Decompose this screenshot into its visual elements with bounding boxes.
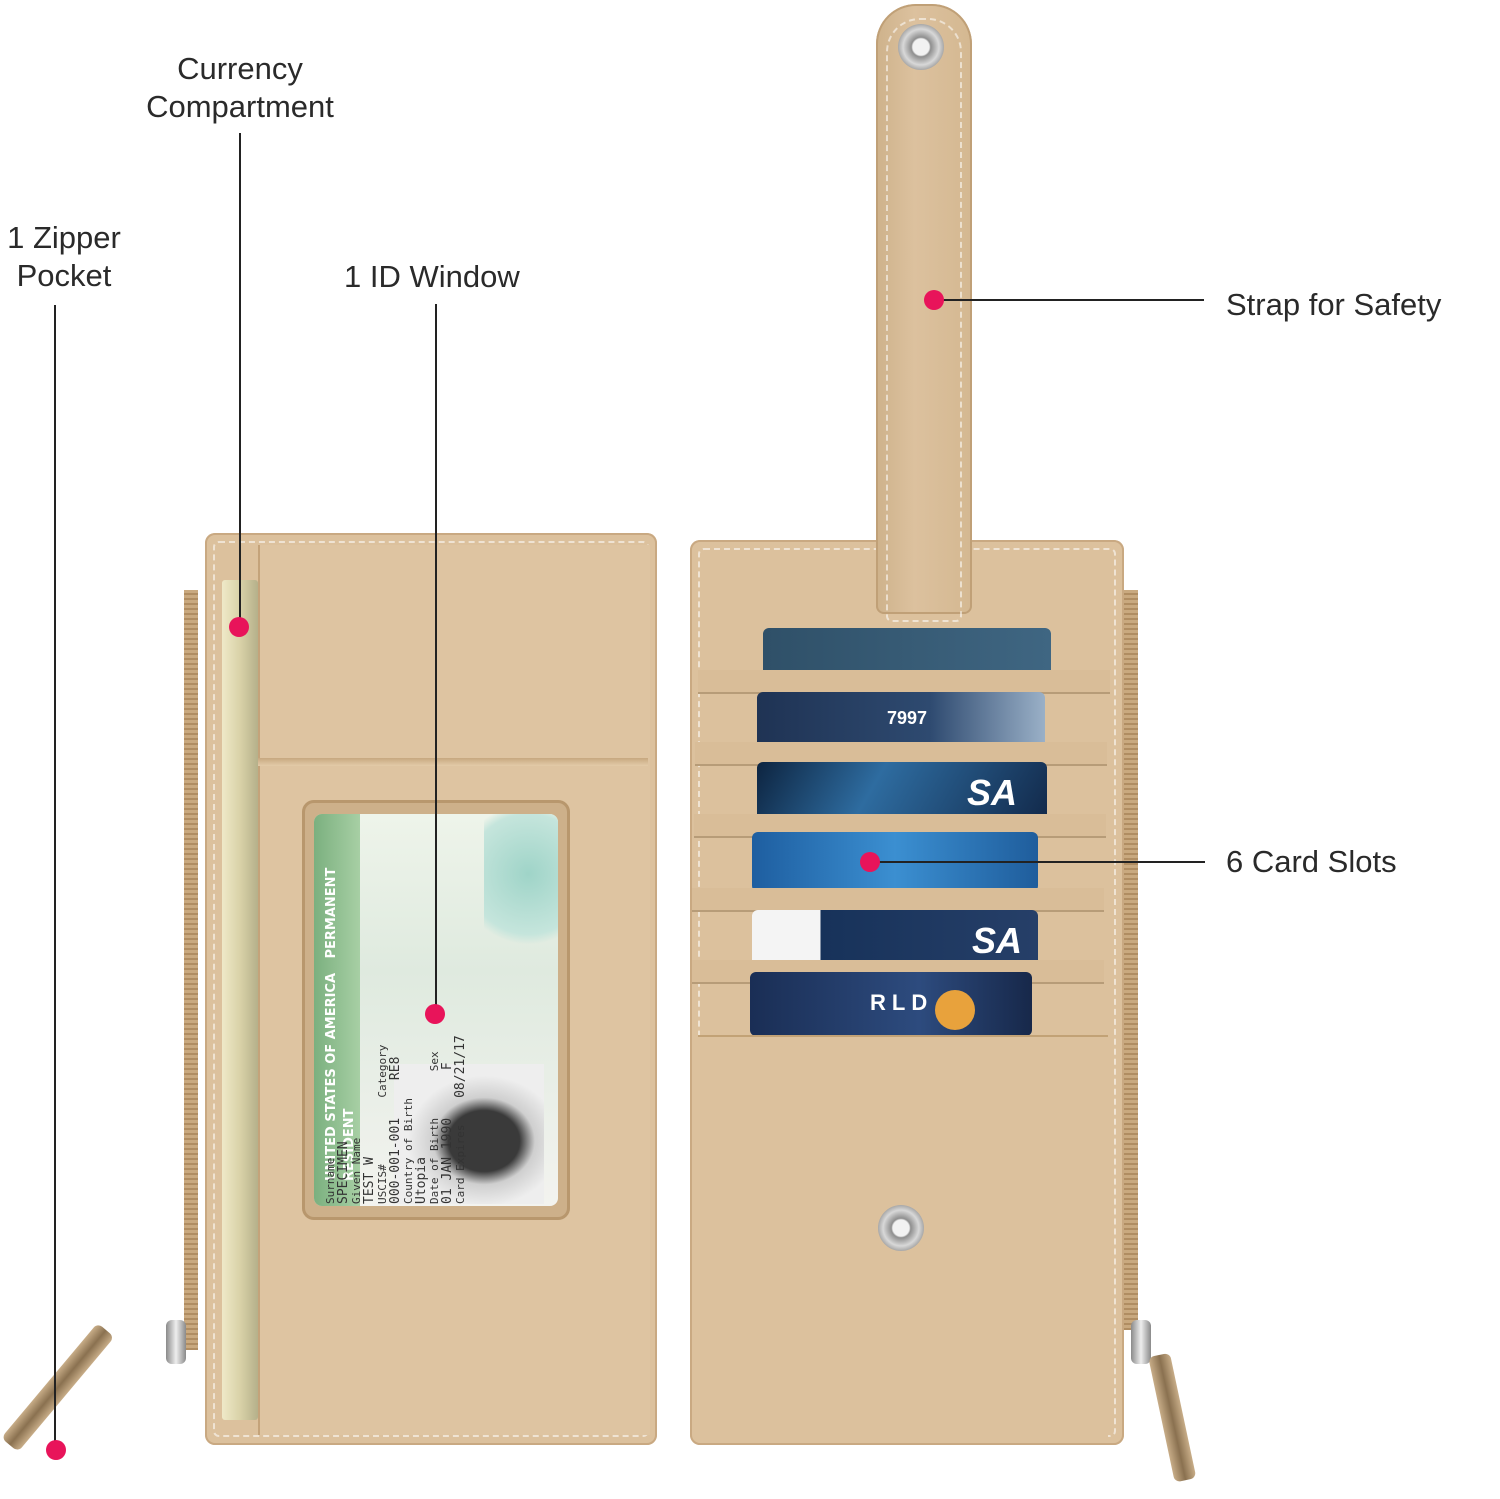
currency-bill (222, 580, 258, 1420)
card-slot-4 (692, 888, 1104, 912)
strap-leader-line (934, 299, 1204, 301)
left-zipper (184, 590, 198, 1350)
card-6: RLD (750, 972, 1032, 1036)
strap-snap-button (898, 24, 944, 70)
card-2-number: 7997 (887, 708, 928, 728)
card-3-brand: SA (967, 772, 1018, 813)
card-6-logo (935, 990, 975, 1030)
zipper-marker-dot (46, 1440, 66, 1460)
id-window-label: 1 ID Window (344, 259, 520, 294)
right-zipper-tassel (1148, 1352, 1197, 1483)
id-window-leader-line (435, 304, 437, 1014)
card-slots-label: 6 Card Slots (1226, 844, 1397, 879)
card-6-text: RLD (870, 990, 934, 1015)
id-surname: SPECIMEN (336, 1141, 351, 1204)
id-number: 000-001-001 (388, 1117, 403, 1204)
id-dob: 01 JAN 1990 (440, 1117, 455, 1204)
id-expires: 08/21/17 (453, 1035, 468, 1098)
currency-compartment-label: Currency Compartment (146, 51, 334, 124)
right-zipper-pull (1131, 1320, 1151, 1364)
card-3: SA (757, 762, 1047, 822)
right-zipper (1124, 590, 1138, 1330)
id-category: RE8 (388, 1056, 403, 1081)
wallet-snap-button (878, 1205, 924, 1251)
currency-marker-dot (229, 617, 249, 637)
card-slots-marker-dot (860, 852, 880, 872)
card-slot-1 (698, 670, 1110, 694)
card-5-brand: SA (972, 920, 1023, 961)
strap-marker-dot (924, 290, 944, 310)
id-birth-country: Utopia (414, 1157, 429, 1204)
left-pocket-seam (258, 758, 648, 766)
left-zipper-tassel (1, 1322, 115, 1452)
left-zipper-pull (166, 1320, 186, 1364)
id-given-name: TEST W (362, 1157, 377, 1204)
zipper-leader-line (54, 305, 56, 1450)
card-slots-leader-line (870, 861, 1205, 863)
strap-label: Strap for Safety (1226, 287, 1442, 322)
card-2: 7997 (757, 692, 1045, 748)
id-window: UNITED STATES OF AMERICA PERMANENT RESID… (302, 800, 570, 1220)
safety-strap (876, 4, 972, 622)
id-window-marker-dot (425, 1004, 445, 1024)
id-expires-label: Card Expires (454, 1124, 467, 1204)
currency-leader-line (239, 133, 241, 627)
zipper-pocket-label: 1 Zipper Pocket (7, 220, 121, 293)
